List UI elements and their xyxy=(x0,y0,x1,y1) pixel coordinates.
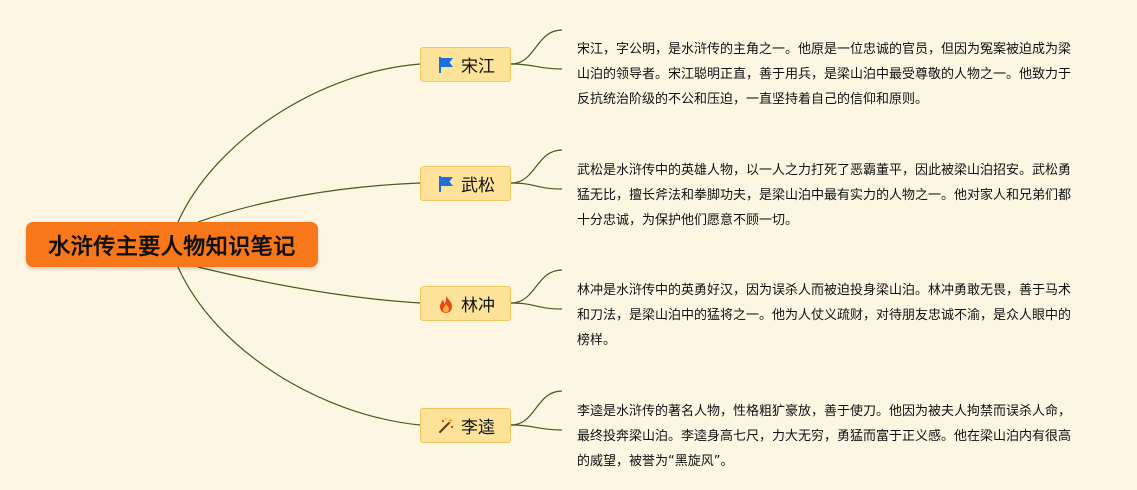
topic-wusong[interactable]: 武松 xyxy=(420,166,511,201)
topic-songjiang[interactable]: 宋江 xyxy=(420,47,511,82)
topic-label: 李逵 xyxy=(461,418,495,438)
topic-label: 林冲 xyxy=(461,296,495,316)
topic-label: 宋江 xyxy=(461,57,495,77)
connector-root-likui xyxy=(177,266,421,426)
note-likui: 李逵是水浒传的著名人物，性格粗犷豪放，善于使刀。他因为被夫人拘禁而误杀人命，最终… xyxy=(577,404,1072,469)
topic-linchong[interactable]: 林冲 xyxy=(420,286,511,321)
topic-likui[interactable]: 李逵 xyxy=(420,408,511,443)
note-songjiang: 宋江，字公明，是水浒传的主角之一。他原是一位忠诚的官员，但因为冤案被迫成为梁山泊… xyxy=(577,42,1072,107)
root-topic[interactable]: 水浒传主要人物知识笔记 xyxy=(26,222,318,267)
connector-root-wusong xyxy=(197,182,421,223)
note-linchong: 林冲是水浒传中的英勇好汉，因为误杀人而被迫投身梁山泊。林冲勇敢无畏，善于马术和刀… xyxy=(577,283,1072,348)
topic-label: 武松 xyxy=(461,176,495,196)
connector-likui-note-bottom xyxy=(510,424,563,431)
connector-wusong-note-top xyxy=(510,149,563,184)
connector-songjiang-note-top xyxy=(510,29,563,65)
connector-likui-note-top xyxy=(510,390,563,426)
blue-flag-icon xyxy=(436,174,456,194)
note-wusong: 武松是水浒传中的英雄人物，以一人之力打死了恶霸董平，因此被梁山泊招安。武松勇猛无… xyxy=(577,163,1072,228)
connector-songjiang-note-bottom xyxy=(510,63,563,70)
fire-icon xyxy=(436,294,456,314)
magic-wand-icon xyxy=(436,416,456,436)
connector-linchong-note-top xyxy=(510,269,563,304)
connector-wusong-note-bottom xyxy=(510,182,563,190)
blue-flag-icon xyxy=(436,55,456,75)
connector-root-linchong xyxy=(197,266,421,304)
connector-linchong-note-bottom xyxy=(510,302,563,310)
connector-root-songjiang xyxy=(177,63,421,223)
